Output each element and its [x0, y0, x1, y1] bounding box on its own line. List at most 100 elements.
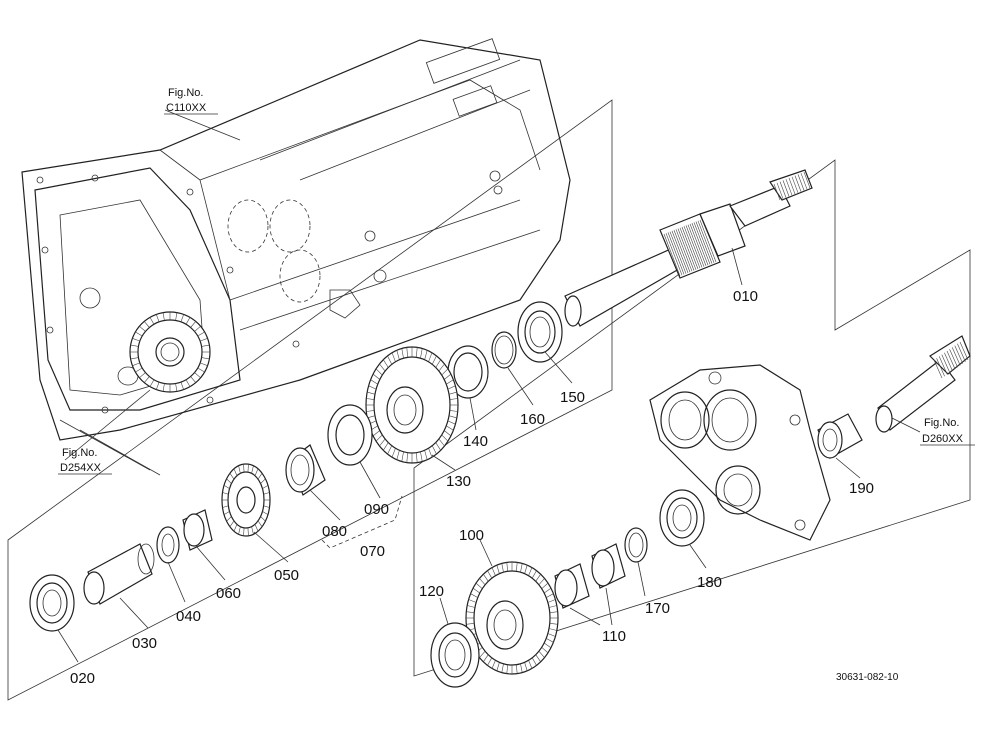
spline-line — [681, 226, 699, 270]
label-180: 180 — [697, 574, 722, 591]
spline-line — [803, 171, 811, 189]
gear-tooth-line — [379, 438, 386, 447]
gear-tooth-line — [428, 448, 433, 458]
gear-tooth-line — [449, 398, 458, 400]
label-130: 130 — [446, 473, 471, 490]
spline-line — [936, 358, 945, 377]
spline-line — [957, 343, 966, 362]
gear-tooth-line — [420, 451, 423, 462]
gear-tooth-line — [175, 383, 178, 392]
gear-tooth-line — [257, 520, 263, 527]
gear-tooth-line — [366, 410, 375, 412]
gear-tooth-line — [544, 587, 552, 594]
spline-line — [954, 345, 964, 364]
gear-tooth-line — [263, 505, 270, 508]
gear-tooth-line — [135, 367, 143, 373]
spline-line — [687, 224, 705, 267]
panel-pto-shaft — [413, 159, 971, 677]
gear-tooth-line — [531, 570, 537, 579]
gear-tooth-line — [506, 562, 508, 572]
label-120: 120 — [419, 583, 444, 600]
gear-tooth-line — [190, 321, 196, 328]
label-080: 080 — [322, 523, 347, 540]
housing-gear — [129, 311, 211, 393]
part-labels: 010 020 030 040 050 060 070 080 090 100 … — [70, 288, 874, 687]
spline-line — [693, 222, 711, 265]
gear-tooth-line — [185, 317, 191, 325]
gear-tooth-line — [222, 505, 229, 508]
gear-tooth-line — [139, 372, 146, 378]
spline-line — [665, 233, 683, 276]
gear-tooth-line — [260, 478, 266, 484]
gear-tooth-line — [375, 434, 383, 442]
gear-tooth-line — [401, 348, 404, 359]
spline-line — [691, 222, 709, 266]
gear-tooth-line — [501, 563, 504, 573]
gear-tooth-line — [547, 599, 556, 603]
label-060: 060 — [216, 585, 241, 602]
gear-tooth-line — [375, 368, 383, 376]
spline-line — [791, 176, 799, 193]
gear-tooth-line — [139, 326, 146, 332]
main-shaft-010 — [564, 169, 813, 327]
gear-tooth-line — [470, 593, 478, 598]
gear-tooth-line — [372, 373, 380, 380]
spline-line — [951, 347, 961, 366]
label-090: 090 — [364, 501, 389, 518]
gear-tooth-line — [135, 331, 143, 337]
gear-tooth-line — [479, 578, 486, 585]
leader-lines — [57, 109, 921, 663]
gear-tooth-line — [406, 347, 408, 358]
spline-line — [782, 180, 790, 197]
gear-tooth-line — [447, 385, 456, 390]
sleeve-030 — [83, 543, 155, 605]
gear-tooth-line — [366, 398, 375, 400]
gear-tooth-line — [190, 376, 196, 383]
gear-tooth-line — [379, 363, 386, 372]
gear-tooth-line — [223, 485, 230, 489]
label-140: 140 — [463, 433, 488, 450]
gear-tooth-line — [487, 657, 493, 666]
gear-tooth-line — [416, 452, 418, 463]
label-100: 100 — [459, 527, 484, 544]
gear-tooth-line — [201, 344, 210, 347]
gear-tooth-line — [524, 662, 528, 671]
spline-line — [785, 179, 793, 196]
ring-170 — [624, 527, 648, 563]
gear-tooth-line — [467, 605, 476, 608]
gear-tooth-line — [226, 478, 232, 484]
gear-tooth-line — [251, 526, 254, 535]
needle-bearing-060 — [182, 509, 213, 551]
gear-tooth-line — [428, 352, 433, 362]
spline-line — [697, 220, 715, 263]
gear-tooth-line — [431, 445, 437, 455]
gear-tooth-line — [370, 379, 378, 385]
gear-tooth-line — [372, 430, 380, 437]
gear-tooth-line — [496, 565, 500, 574]
gear-tooth-line — [449, 410, 458, 412]
figure-ref-c110-line2: C110XX — [166, 102, 207, 114]
gear-tooth-line — [548, 628, 557, 631]
gear-tooth-line — [162, 312, 165, 321]
gear-tooth-line — [243, 527, 245, 536]
gear-tooth-line — [441, 434, 449, 442]
gear-tooth-line — [254, 468, 259, 476]
gear-tooth-line — [185, 379, 191, 387]
gear-tooth-line — [479, 651, 486, 658]
gear-tooth-line — [262, 511, 269, 515]
ring-160 — [491, 331, 517, 369]
gear-tooth-line — [156, 314, 160, 323]
spline-line — [667, 232, 685, 275]
label-050: 050 — [274, 567, 299, 584]
gear-tooth-line — [222, 492, 229, 495]
label-110: 110 — [602, 628, 626, 645]
gear-tooth-line — [531, 657, 537, 666]
gear-tooth-line — [406, 452, 408, 463]
gear-tooth-line — [548, 605, 557, 608]
gear-tooth-line — [396, 350, 400, 360]
gear-tooth-line — [546, 638, 554, 643]
gear-tooth-line — [444, 373, 452, 380]
gear-tooth-line — [547, 633, 556, 637]
gear-tooth-line — [197, 367, 205, 373]
figure-ref-c110: Fig.No. C110XX — [164, 87, 218, 115]
